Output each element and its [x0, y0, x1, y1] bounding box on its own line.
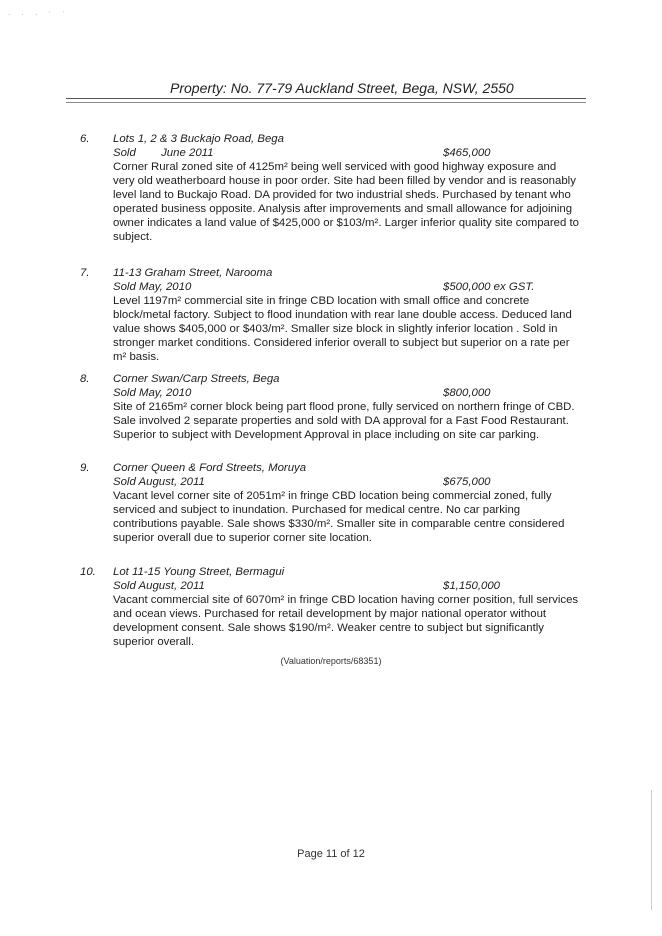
sale-entry-10: 10. Lot 11-15 Young Street, Bermagui Sol…: [80, 565, 580, 649]
report-reference: (Valuation/reports/68351): [280, 656, 382, 666]
entry-number: 8.: [80, 373, 90, 385]
header-rule-top: [66, 98, 586, 99]
entry-sold-date: Sold May, 2010: [113, 387, 192, 399]
entry-price: $800,000: [443, 387, 491, 399]
entry-price: $500,000 ex GST.: [443, 281, 535, 293]
entry-address: Corner Swan/Carp Streets, Bega: [113, 373, 280, 385]
sale-entry-9: 9. Corner Queen & Ford Streets, Moruya S…: [80, 461, 580, 545]
sale-entry-6: 6. Lots 1, 2 & 3 Buckajo Road, Bega Sold…: [80, 132, 580, 244]
entry-price: $465,000: [443, 147, 491, 159]
page-header-property: Property: No. 77-79 Auckland Street, Beg…: [170, 80, 514, 96]
entry-number: 6.: [80, 133, 90, 145]
entry-description: Site of 2165m² corner block being part f…: [113, 401, 575, 441]
entry-description: Corner Rural zoned site of 4125m² being …: [113, 161, 580, 243]
entry-price: $1,150,000: [443, 580, 501, 592]
entry-sold-date: Sold August, 2011: [113, 476, 205, 488]
sale-entry-7: 7. 11-13 Graham Street, Narooma Sold May…: [80, 266, 580, 364]
entry-number: 9.: [80, 462, 90, 474]
entry-number: 10.: [80, 566, 96, 578]
scan-specks: · · · ˙ ˙: [8, 12, 70, 18]
entry-address: Lots 1, 2 & 3 Buckajo Road, Bega: [113, 133, 284, 145]
entry-sold-date: Sold August, 2011: [113, 580, 205, 592]
entry-sold-date: Sold May, 2010: [113, 281, 192, 293]
header-rule-bottom: [66, 102, 586, 103]
scan-edge-line: [651, 790, 652, 910]
entry-description: Vacant commercial site of 6070m² in frin…: [113, 594, 579, 648]
entry-description: Level 1197m² commercial site in fringe C…: [113, 295, 572, 363]
sale-entry-8: 8. Corner Swan/Carp Streets, Bega Sold M…: [80, 372, 580, 442]
entry-address: 11-13 Graham Street, Narooma: [113, 267, 273, 279]
entry-description: Vacant level corner site of 2051m² in fr…: [113, 490, 565, 544]
entry-sold-date: Sold June 2011: [113, 147, 214, 159]
entry-address: Corner Queen & Ford Streets, Moruya: [113, 462, 307, 474]
entry-price: $675,000: [443, 476, 491, 488]
entry-address: Lot 11-15 Young Street, Bermagui: [113, 566, 285, 578]
page-number: Page 11 of 12: [297, 848, 365, 860]
entry-number: 7.: [80, 267, 90, 279]
